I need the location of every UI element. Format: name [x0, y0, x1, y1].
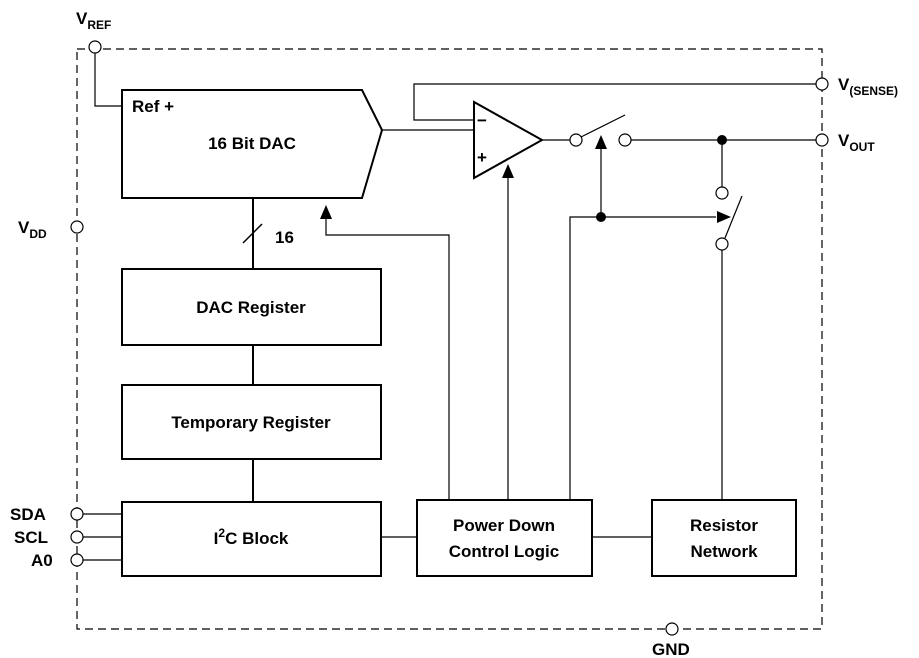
sda-label: SDA — [10, 505, 46, 524]
vref-label: VREF — [76, 9, 111, 32]
shunt-switch-contact-top — [715, 186, 729, 200]
i2c-block — [121, 501, 382, 577]
amp-control-arrow — [502, 164, 514, 178]
package-outline — [76, 48, 823, 630]
output-switch-blade — [580, 114, 626, 138]
vout-pin — [815, 133, 829, 147]
resistor-network-label-line1: Resistor — [690, 516, 758, 535]
vsense-label: V(SENSE) — [838, 75, 898, 98]
resistor-network-block — [651, 499, 797, 577]
a0-pin — [70, 553, 84, 567]
shunt-switch-contact-bottom — [715, 237, 729, 251]
temporary-register-label: Temporary Register — [171, 413, 331, 432]
sda-pin — [70, 507, 84, 521]
output-switch-arrow — [595, 135, 607, 149]
powerdown-to-dac-wire — [325, 218, 450, 500]
power-down-label-line2: Control Logic — [449, 542, 559, 561]
dac-label: 16 Bit DAC — [208, 134, 296, 153]
temporary-register-block — [121, 384, 382, 460]
bus-width-slash — [242, 223, 263, 244]
gnd-label: GND — [652, 640, 690, 658]
dac-register-block — [121, 268, 382, 346]
dac-control-arrow — [320, 205, 332, 219]
shunt-switch-blade — [724, 195, 743, 239]
vout-label: VOUT — [838, 131, 875, 154]
shunt-switch-arrow — [717, 211, 731, 223]
vdd-pin — [70, 220, 84, 234]
amp-noninverting-sign: + — [477, 148, 487, 167]
gnd-pin — [665, 622, 679, 636]
scl-pin — [70, 530, 84, 544]
junction-dot — [596, 212, 606, 222]
vref-pin — [88, 40, 102, 54]
vdd-label: VDD — [18, 218, 47, 241]
output-amplifier — [473, 100, 545, 180]
resistor-network-label-line2: Network — [690, 542, 758, 561]
vsense-pin — [815, 77, 829, 91]
power-down-label-line1: Power Down — [453, 516, 555, 535]
dac-block — [121, 89, 384, 199]
bus-width-label: 16 — [275, 228, 294, 247]
a0-label: A0 — [31, 551, 53, 570]
dac-register-label: DAC Register — [196, 298, 306, 317]
dac-ref-label: Ref + — [132, 97, 174, 116]
scl-label: SCL — [14, 528, 48, 547]
vsense-wire — [413, 83, 816, 121]
vref-wire — [94, 53, 122, 107]
amp-inverting-sign: − — [477, 111, 487, 130]
i2c-block-label: I2C Block — [214, 526, 289, 548]
output-switch-contact-right — [618, 133, 632, 147]
output-switch-contact-left — [569, 133, 583, 147]
power-down-block — [416, 499, 593, 577]
powerdown-to-switch-wire — [569, 216, 716, 500]
